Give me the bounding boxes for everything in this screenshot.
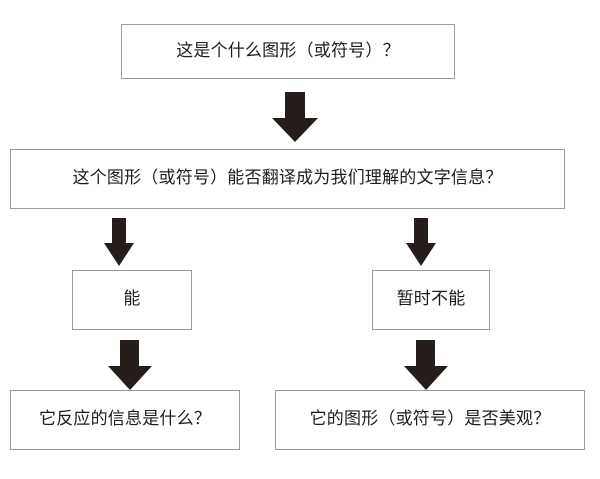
down-arrow-icon: [271, 92, 319, 142]
flowchart-node-question-1[interactable]: 这是个什么图形（或符号）？: [121, 24, 455, 79]
down-arrow-icon: [405, 218, 437, 266]
node-label: 这是个什么图形（或符号）？: [176, 40, 400, 61]
flowchart-node-no[interactable]: 暂时不能: [372, 270, 490, 330]
node-label: 它反应的信息是什么？: [39, 409, 211, 430]
node-label: 它的图形（或符号）是否美观？: [309, 409, 551, 430]
flowchart-node-yes-outcome[interactable]: 它反应的信息是什么？: [10, 390, 240, 450]
node-label: 能: [123, 289, 141, 310]
down-arrow-icon: [107, 340, 153, 390]
down-arrow-icon: [103, 218, 135, 266]
flowchart-node-question-2[interactable]: 这个图形（或符号）能否翻译成为我们理解的文字信息？: [10, 149, 565, 209]
flowchart-node-yes[interactable]: 能: [72, 270, 192, 330]
down-arrow-icon: [403, 340, 449, 390]
node-label: 暂时不能: [396, 289, 466, 310]
node-label: 这个图形（或符号）能否翻译成为我们理解的文字信息？: [72, 168, 503, 189]
flowchart-node-no-outcome[interactable]: 它的图形（或符号）是否美观？: [275, 390, 585, 450]
